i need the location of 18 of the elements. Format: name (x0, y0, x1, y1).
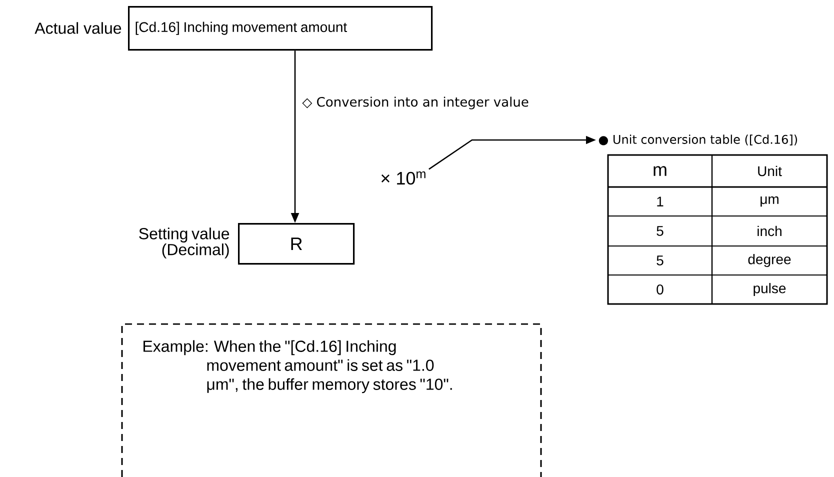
edge-label: ◇ Conversion into an integer value (301, 96, 530, 110)
value-box: [Cd.16] Inching movement amount (128, 6, 433, 51)
side-label: Setting value (Decimal) (139, 228, 230, 258)
table-cell: Unit (758, 166, 782, 176)
table-cell: 5 (656, 226, 664, 236)
example-note: Example: When the "[Cd.16] Inching movement amount" is set as "1.0 μm", the buffer memory stores "10". (144, 340, 452, 394)
table-title: ● Unit conversion table ([Cd.16]) (598, 134, 798, 146)
table-cell: inch (758, 226, 782, 236)
table-cell: degree (748, 254, 791, 268)
value-box: R (238, 223, 355, 265)
multiplier-text: × 10$^{m}$ (381, 171, 426, 185)
table-cell: 1 (657, 196, 664, 206)
table-cell: 0 (656, 284, 664, 294)
table-cell: pulse (754, 282, 786, 296)
table-cell: μm (760, 196, 778, 207)
table-cell: 5 (656, 256, 664, 266)
table-cell: m (654, 166, 666, 176)
side-label: Actual value (34, 22, 122, 34)
